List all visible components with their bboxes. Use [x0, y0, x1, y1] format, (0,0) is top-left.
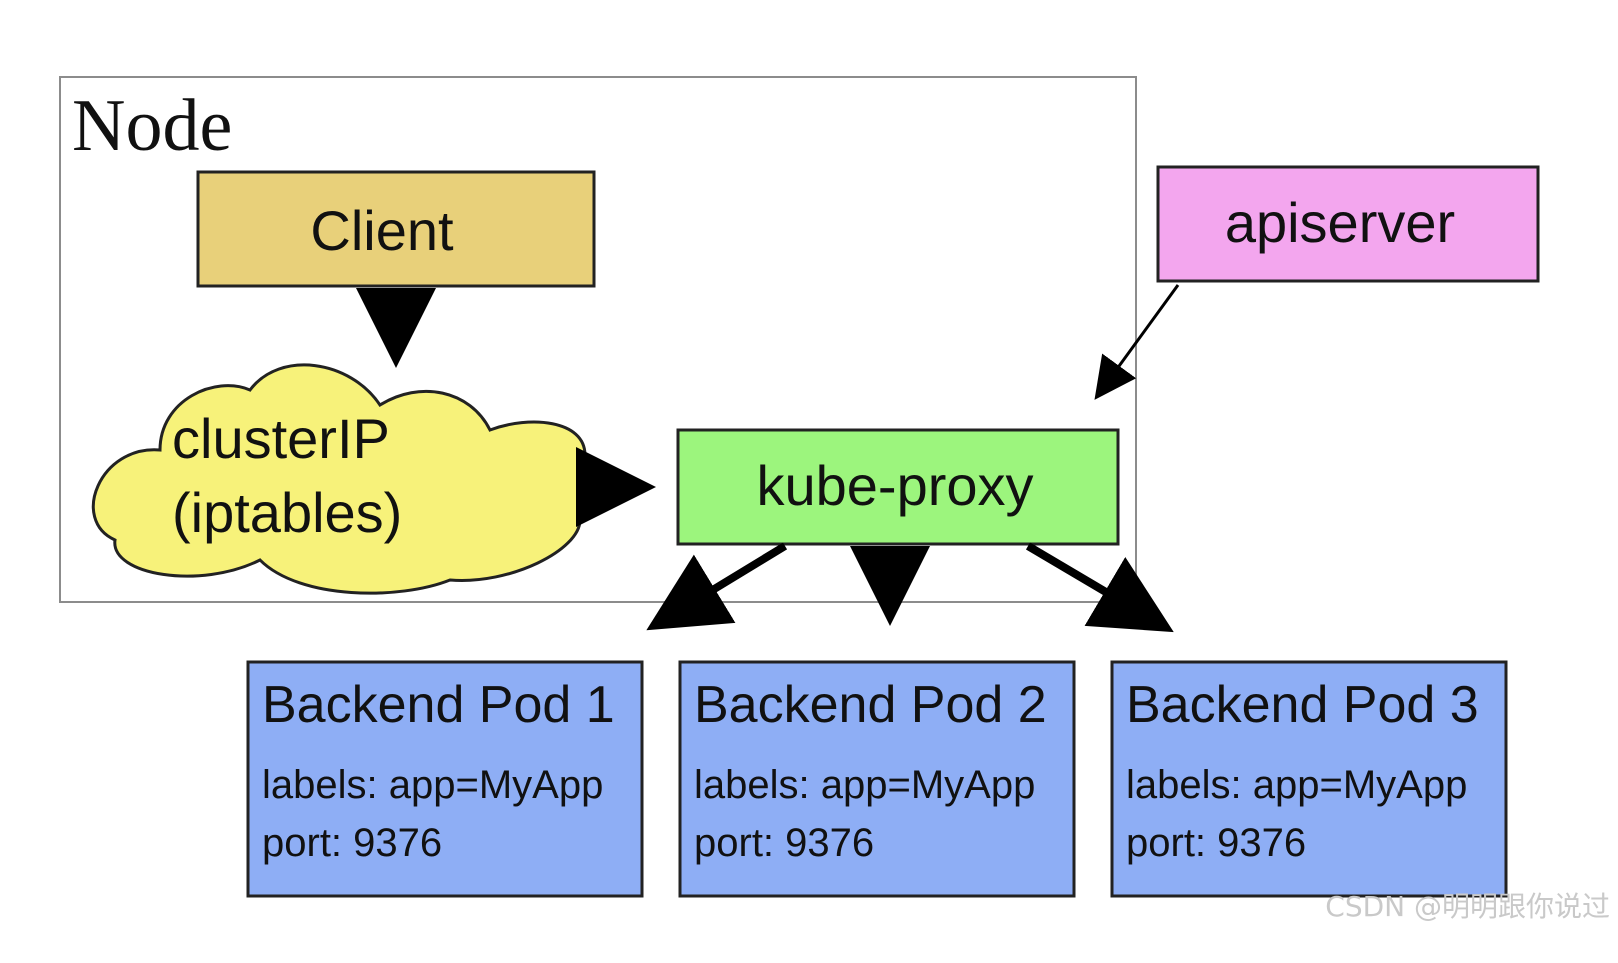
cluster-ip-sublabel: (iptables) [172, 481, 402, 544]
kube-proxy-box [676, 428, 1120, 546]
backend-pod-2: Backend Pod 2 labels: app=MyApp port: 93… [678, 660, 1076, 898]
cluster-ip-cloud [91, 363, 613, 595]
node-container [59, 76, 1137, 603]
apiserver-box [1156, 165, 1540, 283]
kube-proxy-label: kube-proxy [756, 454, 1033, 517]
pod-title: Backend Pod 1 [262, 676, 615, 734]
client-box [196, 170, 596, 288]
pod-labels: labels: app=MyApp [694, 763, 1035, 807]
pod-port: port: 9376 [1126, 821, 1306, 865]
pod-title: Backend Pod 3 [1126, 676, 1479, 734]
arrow-apiserver-to-kube-proxy [1094, 284, 1180, 400]
apiserver-label: apiserver [1225, 191, 1455, 254]
pod-labels: labels: app=MyApp [262, 763, 603, 807]
arrow-kube-proxy-to-pod-3 [1025, 542, 1174, 633]
arrow-kube-proxy-to-pod-1 [646, 542, 788, 631]
pod-title: Backend Pod 2 [694, 676, 1047, 734]
client-label: Client [310, 199, 454, 262]
pod-port: port: 9376 [262, 821, 442, 865]
watermark: CSDN @明明跟你说过 [1325, 890, 1610, 923]
pod-port: port: 9376 [694, 821, 874, 865]
backend-pod-1: Backend Pod 1 labels: app=MyApp port: 93… [246, 660, 644, 898]
cluster-ip-label: clusterIP [172, 407, 390, 470]
backend-pod-3: Backend Pod 3 labels: app=MyApp port: 93… [1110, 660, 1508, 898]
pod-labels: labels: app=MyApp [1126, 763, 1467, 807]
node-title: Node [72, 85, 232, 167]
